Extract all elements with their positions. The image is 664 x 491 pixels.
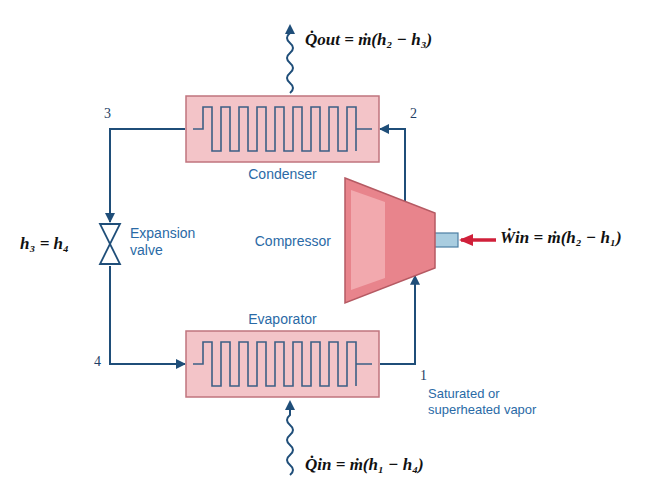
heat-out-formula: Q̇out = ṁ(h₂ − h₃): [305, 30, 432, 50]
refrigerant-line: [110, 129, 185, 222]
refrigerant-line: [380, 129, 405, 201]
coil-tubing: [193, 342, 372, 386]
work-arrow: [461, 238, 496, 242]
refrigerant-line: [380, 276, 415, 364]
component-name: Expansion valve: [130, 225, 202, 259]
state-note: Saturated or superheated vapor: [428, 386, 558, 417]
coil-tubing: [193, 107, 372, 151]
state-number: 2: [410, 106, 417, 122]
state-number: 4: [94, 354, 101, 370]
heat-out-arrow: [287, 26, 293, 93]
evaporator-box-outline: [185, 330, 380, 398]
work-formula: Ẇin = ṁ(h₂ − h₁): [500, 228, 622, 248]
enthalpy-relation: h₃ = h₄: [20, 234, 69, 254]
condenser-box-outline: [185, 95, 380, 163]
compressor-shaft: [434, 233, 458, 247]
component-name: Evaporator: [248, 311, 316, 327]
condenser-box: Condenser: [185, 95, 380, 163]
expansion-valve-outline: [98, 222, 122, 266]
compressor-body: Compressor: [345, 178, 435, 303]
refrigerant-line: [110, 266, 185, 364]
state-number: 1: [420, 368, 427, 384]
state-number: 3: [104, 106, 111, 122]
expansion-valve: Expansion valve: [98, 222, 122, 266]
compressor-highlight: [351, 190, 385, 290]
heat-in-arrow: [287, 402, 293, 475]
heat-in-formula: Q̇in = ṁ(h₁ − h₄): [305, 455, 424, 475]
heat-exchanger-box: [186, 331, 379, 397]
compressor-shape: [345, 178, 435, 303]
compressor-body-outline: [345, 178, 435, 303]
heat-exchanger-box: [186, 96, 379, 162]
evaporator-box: Evaporator: [185, 330, 380, 398]
component-name: Compressor: [255, 233, 331, 249]
valve-symbol: [100, 224, 120, 264]
component-name: Condenser: [248, 166, 317, 182]
